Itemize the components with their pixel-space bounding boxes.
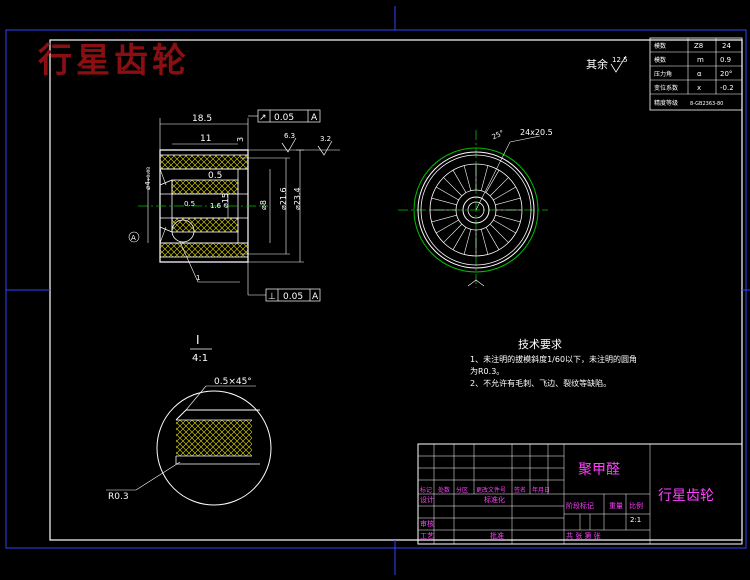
tb-label-0: 标记 xyxy=(420,486,432,494)
gt-r4c1: 8-GB2363-80 xyxy=(690,101,723,107)
roughness-note-label: 其余 xyxy=(586,57,608,71)
gt-r1c1: m xyxy=(697,56,704,64)
section-view: 1 18.5 11 3 ↗ 0.05 A 6.3 3.2 ⌀8 ⌀21.6 ⌀2… xyxy=(128,109,340,302)
gear-spoke xyxy=(431,197,457,206)
dim-dia-216: ⌀21.6 xyxy=(279,187,288,210)
detail-scale: 4:1 xyxy=(192,353,208,364)
gear-spoke xyxy=(480,165,489,191)
gt-r3c0: 变位系数 xyxy=(654,84,678,92)
tb-design: 设计 xyxy=(420,495,434,504)
rough-63: 6.3 xyxy=(284,132,295,140)
gt-r2c1: α xyxy=(697,70,702,78)
gt-r0c0: 模数 xyxy=(654,42,666,50)
dim-dia-15: ⌀15 xyxy=(221,193,230,208)
tb-material: 聚甲醛 xyxy=(578,462,620,478)
gear-spoke xyxy=(436,186,459,201)
detail-view: I 4:1 0.5×45° R0.3 xyxy=(106,333,272,506)
tb-scale: 比例 xyxy=(629,501,643,510)
dim-len-total: 18.5 xyxy=(192,114,212,124)
tol-bottom-val: 0.05 xyxy=(283,292,303,302)
watermark-title: 行星齿轮 xyxy=(38,41,190,81)
dim-groove-05: 0.5 xyxy=(208,171,222,181)
gear-spoke xyxy=(463,229,472,255)
tb-label-1: 处数 xyxy=(438,486,450,494)
dim-dia-outer-shaft: ⌀4₊₀.₀₃ xyxy=(144,167,152,190)
gt-r2c0: 压力角 xyxy=(654,70,672,78)
tb-review: 审核 xyxy=(420,519,434,528)
tol-bottom-sym: ⊥ xyxy=(268,292,276,302)
dim-chamfer-top: 3 xyxy=(236,137,245,142)
tech-line3: 2、不允许有毛刺、飞边、裂纹等缺陷。 xyxy=(470,378,611,388)
inner-frame xyxy=(49,39,743,541)
gear-spoke xyxy=(436,219,459,234)
tol-top-sym: ↗ xyxy=(259,113,267,123)
tol-bottom-ref: A xyxy=(312,292,319,302)
tech-title: 技术要求 xyxy=(518,338,562,351)
dim-dia-234: ⌀23.4 xyxy=(293,187,302,210)
tech-line1: 1、未注明的拔模斜度1/60以下，未注明的圆角 xyxy=(470,354,637,364)
datum-a-label: A xyxy=(131,234,136,242)
rough-32: 3.2 xyxy=(320,135,331,143)
tb-scale-val: 2:1 xyxy=(630,516,641,524)
tb-process: 工艺 xyxy=(420,532,434,540)
gear-spoke xyxy=(495,197,521,206)
tb-label-2: 分区 xyxy=(456,486,468,494)
tech-line2: 为R0.3。 xyxy=(470,366,504,376)
gear-angle: 25° xyxy=(491,129,506,142)
tb-standardize: 标准化 xyxy=(484,495,505,504)
detail-chamfer: 0.5×45° xyxy=(214,377,252,387)
dim-dia-8: ⌀8 xyxy=(259,200,268,210)
gt-r3c2: -0.2 xyxy=(720,84,734,92)
gear-spoke xyxy=(431,214,457,223)
gear-front-view: 25° 24x20.5 xyxy=(398,128,553,288)
gear-spoke xyxy=(452,170,467,193)
tb-part-name: 行星齿轮 xyxy=(658,488,714,504)
roughness-note-value: 12.5 xyxy=(612,56,628,64)
tb-weight: 重量 xyxy=(609,502,623,510)
dim-len-inner: 11 xyxy=(200,134,211,144)
outer-frame xyxy=(5,29,747,549)
detail-ref-label: 1 xyxy=(196,274,200,282)
tb-approve: 批准 xyxy=(490,531,504,540)
gear-spoke xyxy=(452,227,467,250)
gear-spoke xyxy=(495,214,521,223)
gt-r1c2: 0.9 xyxy=(720,56,731,64)
dim-sym-16: 1.6 xyxy=(210,202,222,210)
gear-table: 模数 Z8 24 模数 m 0.9 压力角 α 20° 变位系数 x -0.2 … xyxy=(649,37,743,111)
gt-r3c1: x xyxy=(697,84,701,92)
tb-sheets: 共 张 第 张 xyxy=(566,531,601,540)
gear-spokes xyxy=(430,164,522,256)
gear-spoke xyxy=(485,170,500,193)
tol-top-val: 0.05 xyxy=(274,113,294,123)
gear-spoke xyxy=(493,186,516,201)
gear-spoke xyxy=(493,219,516,234)
detail-radius: R0.3 xyxy=(108,492,129,502)
gear-spoke xyxy=(485,227,500,250)
title-block: 聚甲醛 行星齿轮 标记 处数 分区 更改文件号 签名 年月日 设计 标准化 阶段… xyxy=(417,443,743,545)
gear-spoke xyxy=(480,229,489,255)
gear-spoke xyxy=(443,223,463,243)
gt-r1c0: 模数 xyxy=(654,56,666,64)
tech-requirements: 技术要求 1、未注明的拔模斜度1/60以下，未注明的圆角 为R0.3。 2、不允… xyxy=(470,338,637,388)
tb-label-3: 更改文件号 xyxy=(476,486,506,494)
gt-r4c0: 精度等级 xyxy=(654,99,678,107)
gt-r0c2: 24 xyxy=(722,42,731,50)
tb-label-5: 年月日 xyxy=(532,486,550,494)
tb-label-4: 签名 xyxy=(514,486,526,494)
gear-spoke xyxy=(489,223,509,243)
tb-stage-mark: 阶段标记 xyxy=(566,501,594,510)
gear-spoke xyxy=(463,165,472,191)
gear-spec: 24x20.5 xyxy=(520,128,553,137)
dim-groove-05b: 0.5 xyxy=(184,200,195,208)
gt-r0c1: Z8 xyxy=(694,42,703,50)
detail-label: I xyxy=(196,333,200,347)
gear-spoke xyxy=(489,177,509,197)
gear-spoke xyxy=(443,177,463,197)
tol-top-ref: A xyxy=(311,113,318,123)
gt-r2c2: 20° xyxy=(720,70,732,78)
